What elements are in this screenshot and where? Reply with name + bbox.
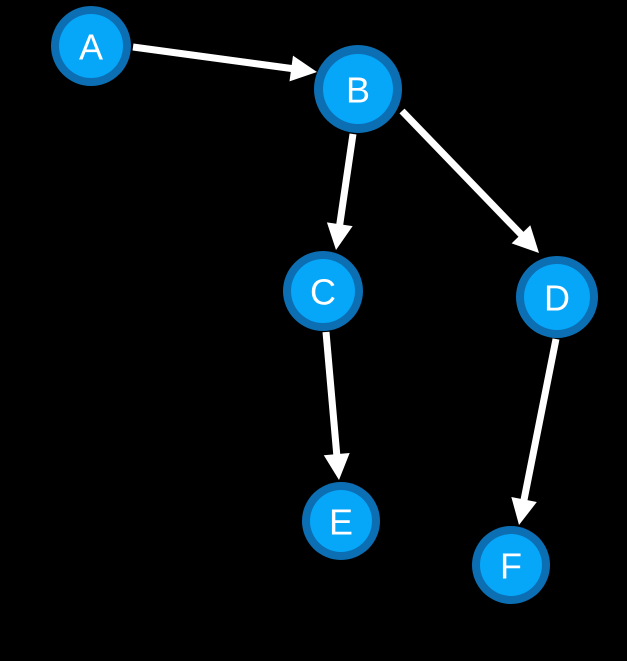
graph-node-b[interactable]: B [314, 45, 402, 133]
edge-arrowhead-b-c [326, 222, 353, 250]
graph-edge-a-b[interactable] [132, 43, 317, 82]
graph-edge-b-c[interactable] [326, 133, 357, 250]
graph-edge-c-e[interactable] [322, 331, 350, 480]
node-core-a [59, 14, 123, 78]
node-label-d: D [544, 278, 570, 319]
edge-arrowhead-c-e [323, 452, 350, 480]
edge-arrowhead-d-f [511, 496, 537, 525]
edge-arrowhead-a-b [289, 55, 317, 82]
node-label-e: E [329, 502, 353, 543]
node-label-b: B [346, 70, 370, 111]
nodes-layer: A B C D E F [51, 6, 598, 604]
node-core-f [480, 534, 542, 596]
node-label-f: F [500, 546, 522, 587]
edges-layer [132, 43, 560, 525]
graph-node-a[interactable]: A [51, 6, 131, 86]
edge-line-d-f [520, 338, 560, 504]
node-label-c: C [310, 272, 336, 313]
graph-node-d[interactable]: D [516, 256, 598, 338]
graph-node-c[interactable]: C [283, 251, 363, 331]
graph-edge-b-d[interactable] [399, 108, 539, 253]
node-core-e [310, 490, 372, 552]
node-core-d [524, 264, 590, 330]
graph-node-e[interactable]: E [302, 482, 380, 560]
graph-node-f[interactable]: F [472, 526, 550, 604]
graph-edge-d-f[interactable] [511, 338, 560, 525]
node-core-c [291, 259, 355, 323]
edge-line-b-c [335, 133, 357, 228]
node-label-a: A [79, 27, 103, 68]
edge-line-a-b [132, 43, 295, 73]
edge-line-b-d [399, 108, 526, 239]
node-core-b [323, 54, 393, 124]
edge-line-c-e [322, 331, 341, 458]
edge-arrowhead-b-d [511, 225, 539, 253]
